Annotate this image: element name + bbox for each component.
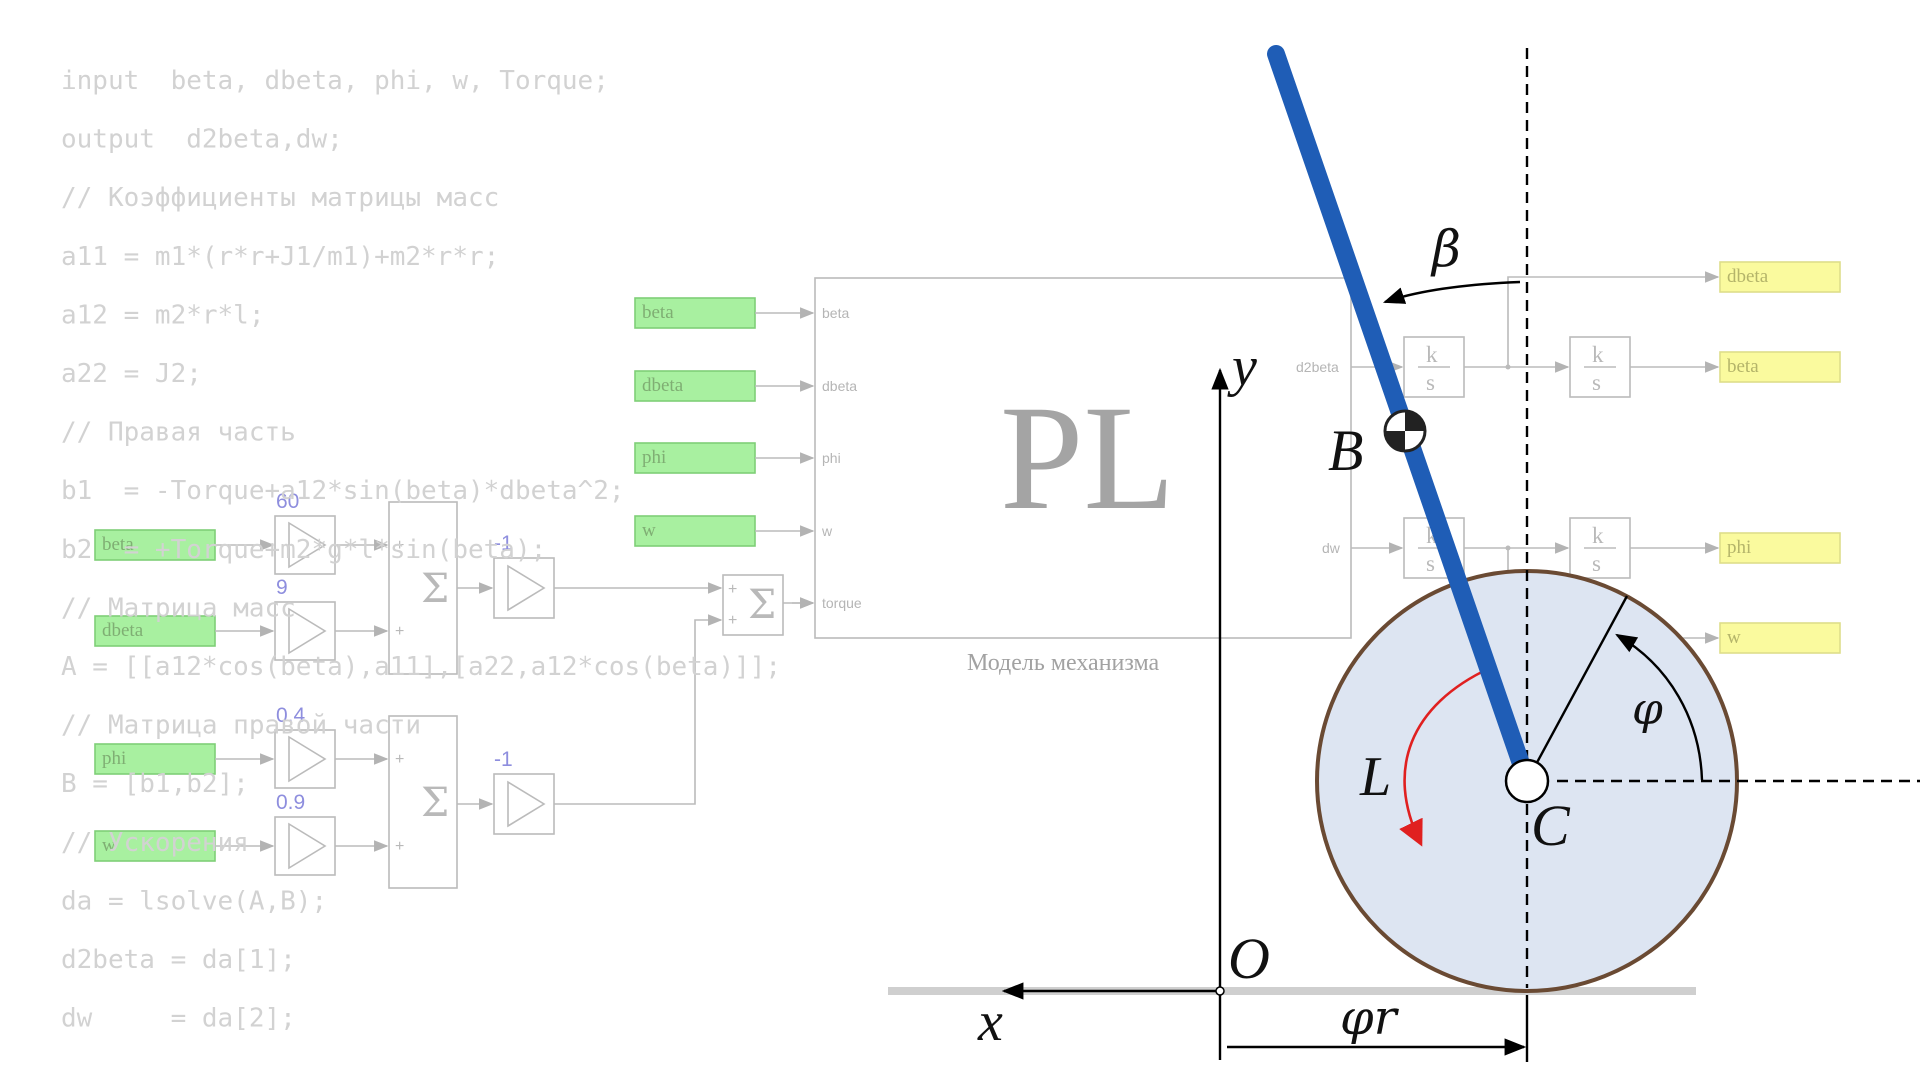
point-c-label: C [1531,793,1571,858]
beta-label: β [1430,220,1461,278]
code-line: da = lsolve(A,B); [61,886,327,916]
block-diagram [94,261,1841,889]
gain-value: -1 [494,748,513,771]
integrator-num: k [1592,342,1604,367]
gain-value: 0.4 [276,704,306,727]
gain-value: 60 [276,490,299,513]
y-label: y [1227,336,1257,398]
gain-value: -1 [494,532,513,555]
code-line: dw = da[2]; [61,1004,296,1034]
ctrl-in-w[interactable] [94,830,216,862]
integrator-den: s [1426,551,1435,576]
code-line: // Матрица правой части [61,711,421,741]
ctrl-input-label: w [102,835,116,856]
sum-symbol: Σ [421,780,449,826]
phi-label: φ [1632,684,1663,735]
integrator-den: s [1592,370,1601,395]
code-line: // Правая часть [61,418,296,448]
plus-sign: + [395,537,404,554]
model-input-labels [634,297,815,609]
code-line: // Коэффициенты матрицы масс [61,183,499,213]
sum-symbol: Σ [421,566,449,612]
wheel-hub [1504,758,1550,804]
code-line: d2beta = da[1]; [61,945,296,975]
mechanism-labels: β y B L C φ O x φr [977,220,1663,1053]
goto-label: w [642,520,656,541]
integrator-num: k [1592,523,1604,548]
output-phi[interactable] [1719,532,1841,564]
output-label: beta [1727,356,1759,377]
goto-label: phi [642,447,666,468]
plus-sign: + [395,623,404,640]
code-line: b1 = -Torque+a12*sin(beta)*dbeta^2; [61,476,625,506]
goto-label: beta [642,302,674,323]
ctrl-input-label: beta [102,534,134,555]
code-listing: input beta, dbeta, phi, w, Torque; output… [61,66,781,1034]
port-label: phi [822,450,841,466]
sum-symbol: Σ [748,582,776,628]
origin-label: O [1228,926,1270,991]
point-b-label: B [1328,418,1363,483]
pl-caption: Модель механизма [967,650,1160,676]
code-line: B = [b1,b2]; [61,769,249,799]
port-label: torque [822,595,862,611]
port-label: d2beta [1296,359,1339,375]
ctrl-input-label: phi [102,748,126,769]
phir-label: φr [1340,990,1400,1046]
plus-sign: + [728,612,737,629]
x-label: x [977,991,1003,1053]
output-dbeta[interactable] [1719,261,1841,293]
l-label: L [1359,746,1391,808]
port-label: dw [1322,540,1341,556]
goto-dbeta[interactable] [634,370,756,402]
block-diagram-text: PL Модель механизма beta dbeta phi w bet… [102,266,1769,856]
integrator-den: s [1592,551,1601,576]
torque-arc [1399,666,1491,847]
code-line: input beta, dbeta, phi, w, Torque; [61,66,609,96]
controller [94,501,815,889]
port-label: beta [822,305,849,321]
output-w[interactable] [1719,622,1841,654]
code-line: // Матрица масс [61,593,296,623]
gain-value: 9 [276,576,288,599]
port-label: dbeta [822,378,857,394]
ctrl-in-dbeta[interactable] [94,615,216,647]
phi-arc [1615,633,1704,781]
sum-block-2[interactable] [388,715,458,889]
output-label: dbeta [1727,266,1769,287]
code-line: b2 = +Torque+m2*g*l*sin(beta); [61,535,546,565]
port-label: w [821,523,833,539]
pl-model-block[interactable] [814,277,1352,639]
output-beta[interactable] [1719,351,1841,383]
mechanism [888,45,1920,1062]
goto-beta[interactable] [634,297,756,329]
center-of-mass-icon [1383,409,1427,453]
output-label: phi [1727,537,1751,558]
code-line: a11 = m1*(r*r+J1/m1)+m2*r*r; [61,242,499,272]
code-line: output d2beta,dw; [61,125,343,155]
pl-title: PL [1000,375,1175,541]
integrator-num: k [1426,342,1438,367]
integrator-den: s [1426,370,1435,395]
torque-sum-block[interactable] [722,574,784,636]
code-line: a22 = J2; [61,359,202,389]
beta-arc [1382,280,1521,304]
plus-sign: + [395,838,404,855]
code-line: // Ускорения [61,828,249,858]
output-label: w [1727,627,1741,648]
origin-point [1215,986,1225,996]
ctrl-input-label: dbeta [102,620,144,641]
code-line: a12 = m2*r*l; [61,300,265,330]
wheel-radius-line [1525,595,1629,782]
plus-sign: + [728,581,737,598]
gain-value: 0.9 [276,791,305,814]
code-line: A = [[a12*cos(beta),a11],[a22,a12*cos(be… [61,652,781,682]
model-outputs [1351,261,1841,654]
goto-label: dbeta [642,375,684,396]
plus-sign: + [395,751,404,768]
goto-w[interactable] [634,515,756,547]
